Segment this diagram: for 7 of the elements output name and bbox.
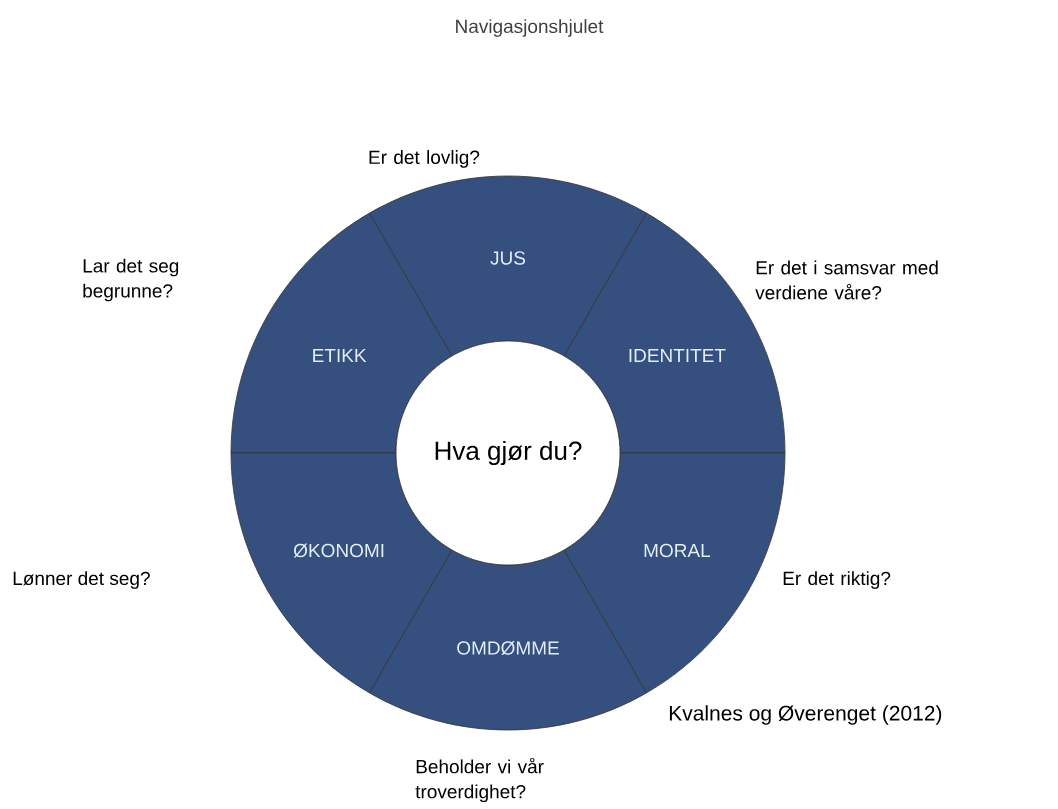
question-text: Lønner det seg? [13,571,150,589]
question-text: Er det riktig? [783,571,891,589]
question-text: Er det lovlig? [369,150,480,168]
question-text: Beholder vi vår troverdighet? [415,757,544,803]
title: Navigasjonshjulet [456,19,604,37]
question-text: Lar det seg begrunne? [83,258,179,302]
citation: Kvalnes og Øverenget (2012) [669,705,942,725]
